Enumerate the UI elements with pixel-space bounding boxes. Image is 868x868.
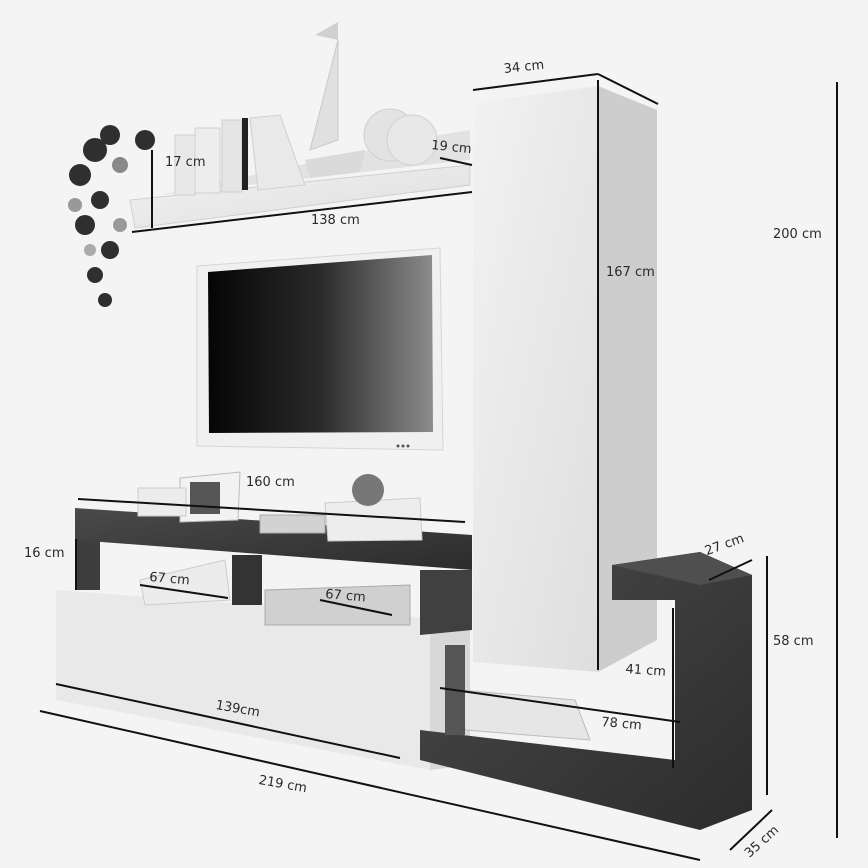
gap-height-label: 41 cm <box>624 662 667 680</box>
shelf-width-label: 138 cm <box>311 213 360 228</box>
television <box>196 247 444 451</box>
tv-top-width-label: 160 cm <box>246 475 295 490</box>
tall-column-cabinet <box>473 86 657 672</box>
wall-shelf <box>68 22 471 307</box>
side-unit-height-label: 58 cm <box>773 634 814 649</box>
ivy-plant <box>68 125 155 307</box>
shelf-height-label: 17 cm <box>165 155 206 170</box>
tv-top-unit <box>75 471 472 635</box>
dimension-lines <box>39 73 838 861</box>
tv-top-height-label: 16 cm <box>24 546 65 561</box>
total-height-label: 200 cm <box>773 227 822 242</box>
column-height-label: 167 cm <box>606 265 655 280</box>
